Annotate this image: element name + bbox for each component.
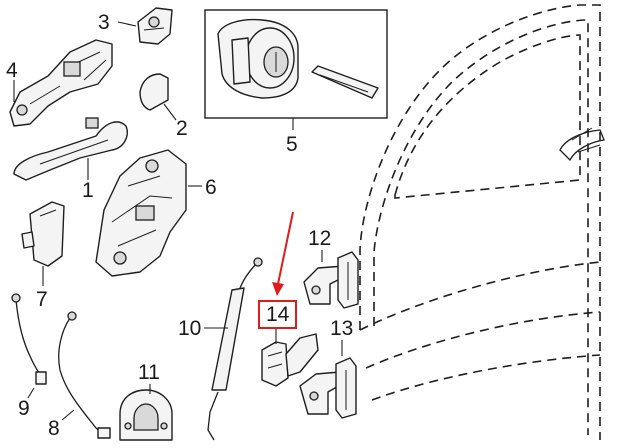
- callout-7: 7: [36, 288, 48, 311]
- door-outline: [359, 4, 605, 440]
- lock-cylinder-part: [204, 9, 388, 130]
- callout-5: 5: [286, 133, 298, 156]
- latch-part: [95, 149, 202, 277]
- callout-14: 14: [258, 300, 298, 329]
- sensor-bracket-part: [21, 201, 65, 286]
- handle-cap-part: [139, 73, 177, 121]
- check-rod-part: [204, 257, 263, 441]
- callout-3: 3: [98, 11, 110, 34]
- door-check-part: [261, 328, 319, 387]
- callout-11: 11: [138, 361, 160, 384]
- long-cable-part: [58, 311, 111, 439]
- callout-2: 2: [176, 117, 188, 140]
- callout-8: 8: [48, 417, 60, 440]
- upper-hinge-part: [303, 250, 359, 309]
- callout-1: 1: [82, 179, 94, 202]
- callout-6: 6: [205, 176, 217, 199]
- callout-12: 12: [308, 227, 332, 250]
- highlight-arrow: [272, 211, 294, 296]
- callout-9: 9: [18, 397, 30, 420]
- callout-13: 13: [330, 317, 354, 340]
- lower-hinge-part: [299, 340, 357, 419]
- callout-4: 4: [6, 59, 18, 82]
- handle-frame-part: [9, 39, 113, 127]
- outer-handle-part: [13, 117, 128, 181]
- short-cable-part: [11, 293, 47, 399]
- bracket-part: [117, 7, 173, 45]
- callout-10: 10: [178, 317, 202, 340]
- striker-part: [119, 384, 173, 441]
